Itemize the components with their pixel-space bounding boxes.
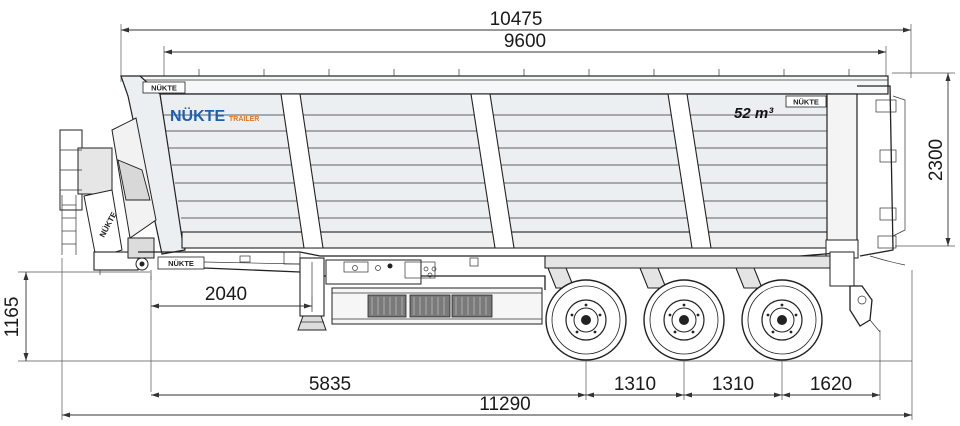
brand-logo: NÜKTE TRAILER [170,106,259,125]
brand-logo-sub: TRAILER [229,116,259,123]
brand-logo-main: NÜKTE [170,106,225,125]
chassis [138,251,881,333]
name-plate-front-top: NÜKTE [142,81,186,94]
svg-text:NÜKTE: NÜKTE [168,259,194,268]
dim-label-1620: 1620 [810,374,852,395]
dim-label-1165: 1165 [2,297,23,338]
dim-label-10475: 10475 [490,9,543,30]
front-assembly: NÜKTE [59,117,157,280]
dim-label-9600: 9600 [504,31,546,52]
dim-overall-body-length: 10475 [120,9,912,82]
volume-label: 52 m³ [734,105,774,122]
svg-text:NÜKTE: NÜKTE [151,84,177,93]
dim-label-11290: 11290 [479,394,530,415]
name-plate-chassis: NÜKTE [157,256,205,270]
dim-tipper-length: 9600 [163,31,887,78]
dim-label-2300: 2300 [926,139,947,181]
tipper-body [120,69,906,266]
axle-3-wheel [741,279,823,361]
dim-body-height: 2300 [892,72,955,247]
dim-label-2040: 2040 [205,284,247,305]
dim-axle-chain: 5835 1310 1310 1620 [151,330,881,400]
dim-overall-length: 11290 [61,258,913,420]
name-plate-rear-top: NÜKTE [785,95,827,108]
axle-1-wheel [545,279,627,361]
dim-fifth-wheel-height: 1165 [2,271,560,362]
axle-2-wheel [643,279,725,361]
wheel-lug-nuts [570,303,798,334]
dim-kingpin-to-landing-gear: 2040 [150,276,313,392]
dim-label-5835: 5835 [309,374,351,395]
svg-text:NÜKTE: NÜKTE [793,98,819,107]
dim-label-1310-b: 1310 [712,374,754,395]
dim-label-1310-a: 1310 [614,374,656,395]
